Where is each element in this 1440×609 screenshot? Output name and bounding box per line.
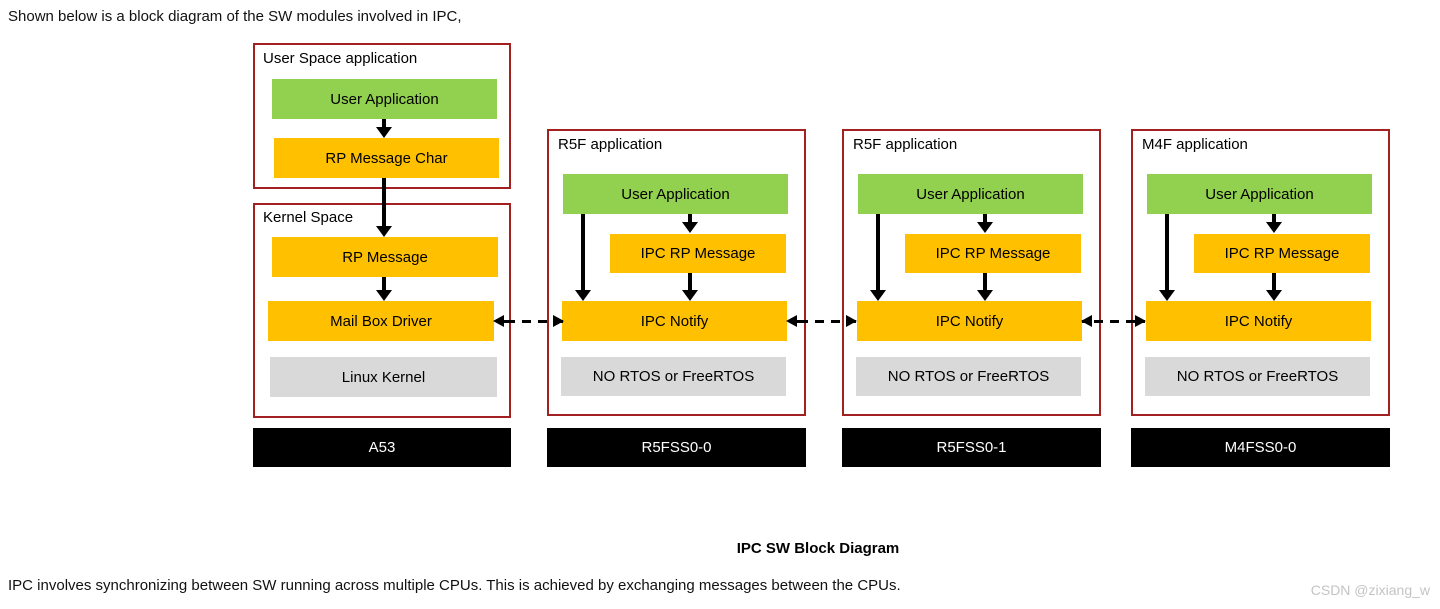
down-arrow (382, 277, 386, 290)
cpu-label-m4fss0-0: M4FSS0-0 (1131, 428, 1390, 467)
ipc-rp-message-box: IPC RP Message (1194, 234, 1370, 273)
down-arrow (1272, 273, 1276, 290)
m4f-application-title: M4F application (1142, 136, 1248, 153)
down-arrow (876, 214, 880, 290)
intro-text: Shown below is a block diagram of the SW… (8, 8, 462, 25)
down-arrow (1165, 214, 1169, 290)
ipc-rp-message-box: IPC RP Message (610, 234, 786, 273)
cpu-column-m4fss0-0: M4F application User Application IPC RP … (1131, 129, 1390, 467)
rp-message-char-box: RP Message Char (274, 138, 499, 178)
down-arrow (983, 273, 987, 290)
user-application-box: User Application (858, 174, 1083, 214)
dashed-bidirectional-arrow (786, 315, 857, 327)
down-arrow (382, 178, 386, 226)
ipc-notify-box: IPC Notify (562, 301, 787, 341)
cpu-column-r5fss0-0: R5F application User Application IPC RP … (547, 129, 806, 467)
rtos-box: NO RTOS or FreeRTOS (856, 357, 1081, 396)
user-application-box: User Application (272, 79, 497, 119)
down-arrow (382, 119, 386, 127)
rtos-box: NO RTOS or FreeRTOS (1145, 357, 1370, 396)
r5f-application-title: R5F application (853, 136, 958, 153)
down-arrow (688, 214, 692, 222)
ipc-notify-box: IPC Notify (857, 301, 1082, 341)
down-arrow (581, 214, 585, 290)
cpu-column-r5fss0-1: R5F application User Application IPC RP … (842, 129, 1101, 467)
cpu-label-r5fss0-0: R5FSS0-0 (547, 428, 806, 467)
down-arrow (983, 214, 987, 222)
watermark: CSDN @zixiang_w (1310, 582, 1430, 598)
user-application-box: User Application (563, 174, 788, 214)
dashed-bidirectional-arrow (493, 315, 564, 327)
dashed-bidirectional-arrow (1081, 315, 1146, 327)
down-arrow (688, 273, 692, 290)
kernel-space-title: Kernel Space (263, 209, 354, 226)
cpu-label-a53: A53 (253, 428, 511, 467)
diagram-caption: IPC SW Block Diagram (736, 540, 900, 557)
linux-kernel-box: Linux Kernel (270, 357, 497, 397)
ipc-notify-box: IPC Notify (1146, 301, 1371, 341)
user-application-box: User Application (1147, 174, 1372, 214)
ipc-rp-message-box: IPC RP Message (905, 234, 1081, 273)
cpu-column-a53: User Space application User Application … (253, 43, 511, 467)
rp-message-box: RP Message (272, 237, 498, 277)
cpu-label-r5fss0-1: R5FSS0-1 (842, 428, 1101, 467)
user-space-title: User Space application (263, 50, 418, 67)
mailbox-driver-box: Mail Box Driver (268, 301, 494, 341)
r5f-application-title: R5F application (558, 136, 663, 153)
down-arrow (1272, 214, 1276, 222)
footer-text: IPC involves synchronizing between SW ru… (8, 577, 901, 594)
rtos-box: NO RTOS or FreeRTOS (561, 357, 786, 396)
